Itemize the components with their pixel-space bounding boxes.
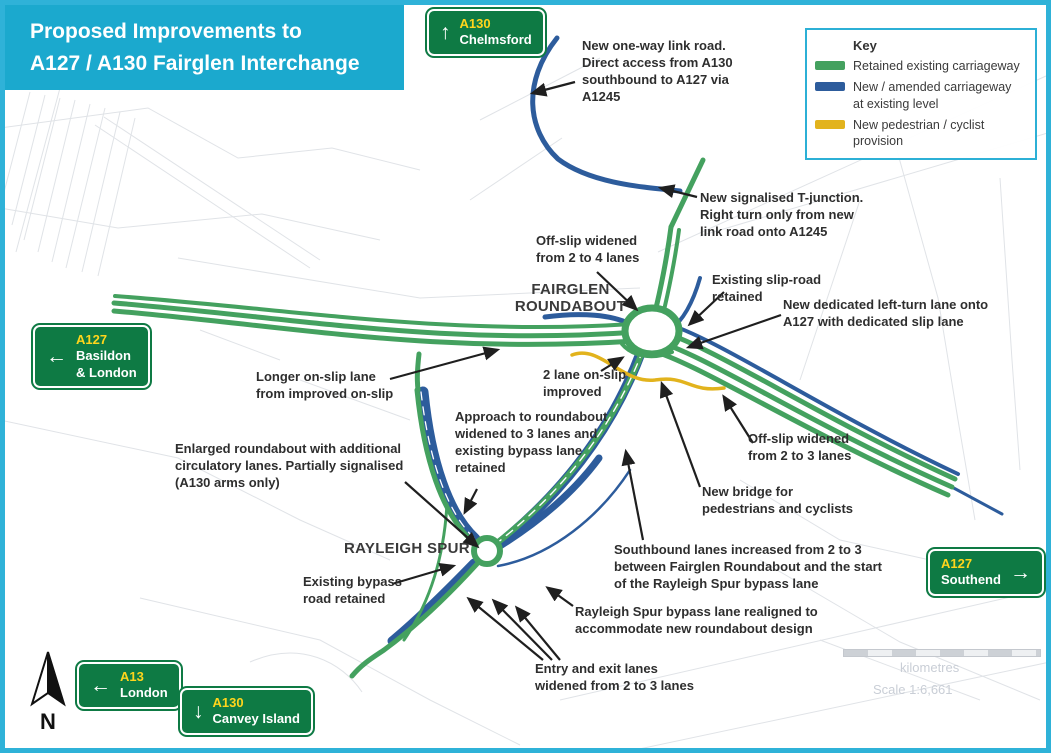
annotation-approach-widened: Approach to roundabout widened to 3 lane… bbox=[455, 409, 608, 475]
page-title-line2: A127 / A130 Fairglen Interchange bbox=[30, 51, 360, 75]
annotation-bypass-realigned: Rayleigh Spur bypass lane realigned to a… bbox=[575, 604, 818, 636]
rayleigh-spur-roundabout bbox=[471, 535, 503, 567]
destination: Canvey Island bbox=[212, 711, 300, 727]
left-arrow-icon: ← bbox=[46, 344, 67, 368]
annotation-new-bridge: New bridge for pedestrians and cyclists bbox=[702, 484, 854, 516]
fairglen-roundabout bbox=[621, 304, 683, 358]
annotation-southbound-lanes: Southbound lanes increased from 2 to 3 b… bbox=[614, 542, 882, 591]
retained-carriageway-swatch bbox=[815, 61, 845, 70]
road-west-offslip-blue bbox=[542, 312, 633, 327]
annotation-arrows bbox=[389, 80, 782, 661]
north-compass: N bbox=[22, 650, 74, 735]
annotation-new-link-road: New one-way link road. Direct access fro… bbox=[582, 38, 733, 104]
north-arrow-icon bbox=[30, 651, 66, 707]
annotation-left-turn-lane: New dedicated left-turn lane onto A127 w… bbox=[783, 297, 989, 329]
legend-item-pedestrian: New pedestrian / cyclist provision bbox=[815, 117, 1027, 150]
destination: Southend bbox=[941, 572, 1001, 588]
page-title: Proposed Improvements to A127 / A130 Fai… bbox=[0, 0, 404, 90]
road-rayleigh-east-blue bbox=[496, 454, 603, 550]
annotation-t-junction: New signalised T-junction. Right turn on… bbox=[700, 190, 864, 239]
scale-ratio: Scale 1:6,661 bbox=[873, 682, 953, 697]
annotation-enlarged-roundabout: Enlarged roundabout with additional circ… bbox=[175, 441, 404, 490]
new-carriageway-swatch bbox=[815, 82, 845, 92]
legend: Key Retained existing carriageway New / … bbox=[805, 28, 1037, 161]
up-arrow-icon: ↑ bbox=[440, 20, 451, 44]
road-rayleigh-bypass-blue bbox=[496, 468, 632, 568]
annotation-offslip-2-to-4: Off-slip widened from 2 to 4 lanes bbox=[536, 233, 640, 265]
legend-heading: Key bbox=[853, 38, 877, 53]
annotation-2-lane-on-slip: 2 lane on-slip improved bbox=[543, 367, 627, 399]
route-number: A127 bbox=[76, 332, 108, 347]
destination: London bbox=[120, 685, 168, 701]
route-number: A130 bbox=[459, 16, 491, 31]
page-title-line1: Proposed Improvements to bbox=[30, 20, 302, 43]
legend-item-new-amended: New / amended carriageway at existing le… bbox=[815, 79, 1027, 112]
annotation-existing-slip-road: Existing slip-road retained bbox=[712, 272, 822, 304]
route-number: A13 bbox=[120, 669, 144, 684]
down-arrow-icon: ↓ bbox=[193, 699, 204, 723]
destination: Chelmsford bbox=[459, 32, 532, 48]
destination: Basildon & London bbox=[76, 348, 137, 380]
road-new-link-blue bbox=[530, 35, 683, 194]
left-arrow-icon: ← bbox=[90, 673, 111, 697]
route-number: A127 bbox=[941, 556, 973, 571]
scale-units: kilometres bbox=[900, 660, 960, 675]
north-label: N bbox=[40, 709, 56, 734]
road-a127-east-blue bbox=[660, 320, 960, 476]
legend-item-retained: Retained existing carriageway bbox=[815, 58, 1027, 74]
road-approach-green bbox=[414, 387, 473, 542]
scale-bar bbox=[843, 649, 1041, 657]
label-fairglen-roundabout: FAIRGLEN ROUNDABOUT bbox=[514, 281, 627, 315]
annotation-offslip-2-to-3: Off-slip widened from 2 to 3 lanes bbox=[748, 431, 852, 463]
basemap-lines bbox=[0, 57, 1051, 753]
road-rayleigh-sw-blue bbox=[387, 558, 479, 646]
path-pedestrian-cyclist bbox=[570, 351, 726, 391]
road-rayleigh-sw-green bbox=[349, 561, 480, 679]
annotation-longer-on-slip: Longer on-slip lane from improved on-sli… bbox=[256, 369, 394, 401]
annotation-entry-exit-lanes: Entry and exit lanes widened from 2 to 3… bbox=[535, 661, 694, 693]
annotation-existing-bypass: Existing bypass road retained bbox=[303, 574, 402, 606]
road-network bbox=[111, 35, 1004, 679]
road-a127-west bbox=[113, 294, 634, 330]
pedestrian-provision-swatch bbox=[815, 119, 845, 129]
right-arrow-icon: → bbox=[1009, 560, 1031, 584]
label-rayleigh-spur: RAYLEIGH SPUR bbox=[344, 540, 470, 557]
route-number: A130 bbox=[212, 695, 244, 710]
